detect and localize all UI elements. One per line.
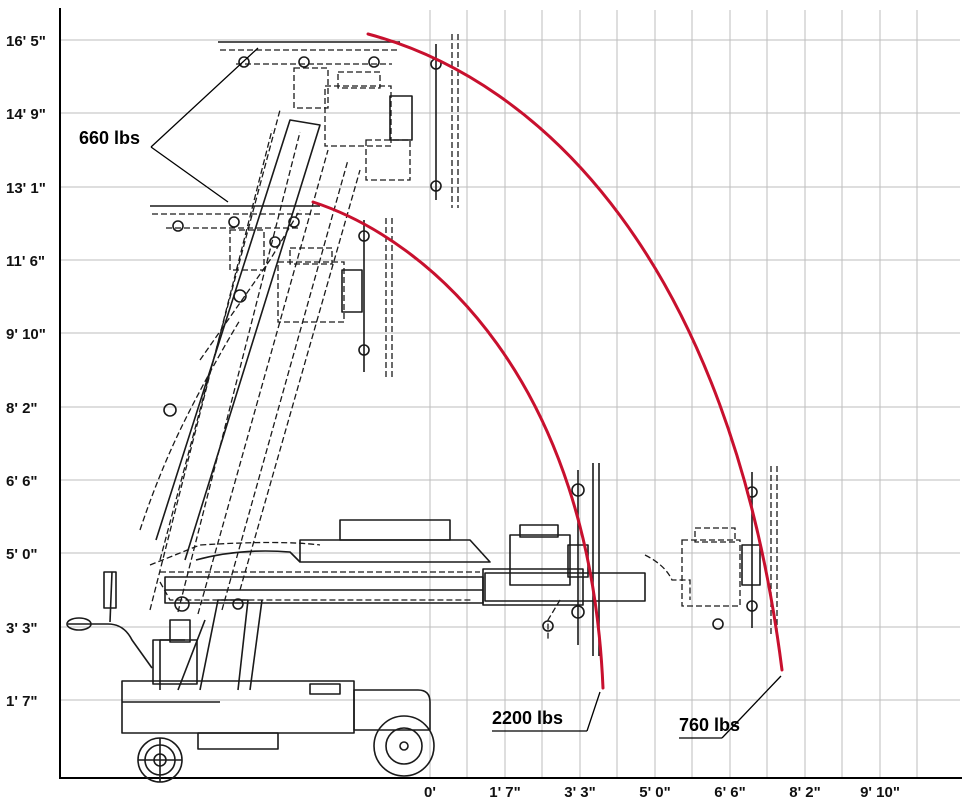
x-tick-label: 1' 7" [489, 784, 521, 800]
y-axis-labels: 16' 5" 14' 9" 13' 1" 11' 6" 9' 10" 8' 2"… [6, 33, 46, 710]
vacuum-head-far [644, 466, 778, 636]
rear-wheel [373, 715, 435, 777]
machine-drawing [66, 34, 778, 783]
x-tick-label: 9' 10" [860, 784, 900, 800]
raised-boom [139, 109, 361, 615]
upper-head-low [229, 218, 393, 378]
chassis [66, 571, 431, 750]
x-tick-label: 8' 2" [789, 784, 821, 800]
x-tick-label: 5' 0" [639, 784, 671, 800]
x-tick-label: 3' 3" [564, 784, 596, 800]
vacuum-head-near [509, 463, 600, 656]
axes [59, 8, 962, 779]
upper-head-high [293, 34, 459, 208]
inner-reach-arc [311, 200, 605, 690]
y-tick-label: 9' 10" [6, 326, 46, 343]
y-tick-label: 3' 3" [6, 620, 38, 637]
x-tick-label: 6' 6" [714, 784, 746, 800]
reach-arcs [311, 32, 784, 690]
outer-reach-arc [366, 32, 784, 672]
y-tick-label: 11' 6" [6, 253, 45, 270]
y-tick-label: 14' 9" [6, 106, 46, 123]
load-label-top: 660 lbs [79, 128, 140, 148]
y-tick-label: 8' 2" [6, 400, 38, 417]
y-tick-label: 1' 7" [6, 693, 38, 710]
front-wheel [137, 737, 183, 783]
top-suction-frame-low [150, 205, 320, 232]
top-suction-frame-high [218, 41, 400, 68]
y-tick-label: 16' 5" [6, 33, 46, 50]
horizontal-boom [149, 519, 646, 606]
y-tick-label: 6' 6" [6, 473, 38, 490]
y-tick-label: 5' 0" [6, 546, 38, 563]
x-tick-label: 0' [424, 784, 436, 800]
mast [174, 596, 263, 691]
load-label-inner: 2200 lbs [492, 708, 563, 728]
grid [60, 10, 960, 778]
x-axis-labels: 0' 1' 7" 3' 3" 5' 0" 6' 6" 8' 2" 9' 10" [424, 784, 900, 800]
load-labels: 660 lbs 2200 lbs 760 lbs [79, 47, 782, 739]
y-tick-label: 13' 1" [6, 180, 46, 197]
load-label-outer: 760 lbs [679, 715, 740, 735]
